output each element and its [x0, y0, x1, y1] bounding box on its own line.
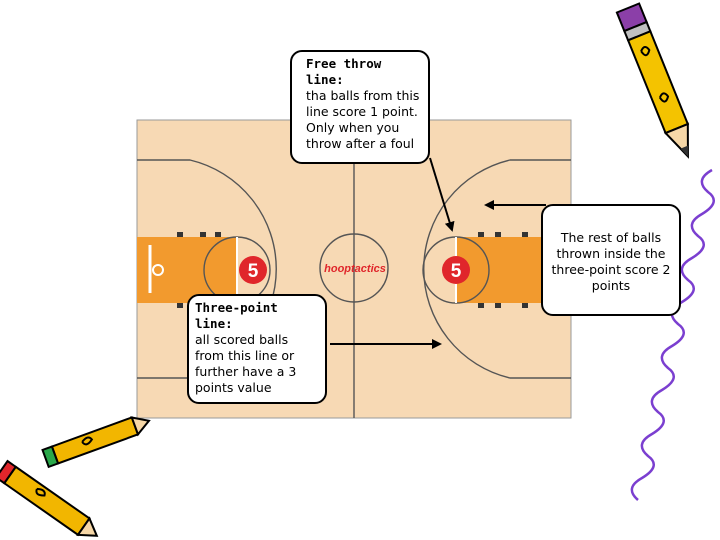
left-badge-label: 5: [248, 261, 259, 282]
three-point-title: Three-point line:: [195, 300, 278, 331]
center-circle: [319, 233, 389, 303]
free-throw-text: tha balls from this line score 1 point. …: [306, 88, 420, 151]
crayons-clipart: [0, 416, 151, 537]
right-badge-label: 5: [451, 261, 462, 282]
court-logo: hooptactics: [324, 263, 386, 275]
three-point-text: all scored balls from this line or furth…: [195, 332, 297, 395]
hoop-ring: [152, 264, 164, 276]
right-number-badge: [442, 256, 470, 284]
pencil-clipart: [615, 2, 690, 159]
squiggle-border: [630, 168, 715, 501]
free-throw-title: Free throw line:: [306, 56, 382, 87]
rest-callout: The rest of balls thrown inside the thre…: [541, 204, 681, 316]
three-point-callout: Three-point line: all scored balls from …: [187, 294, 327, 404]
free-throw-callout: Free throw line: tha balls from this lin…: [290, 50, 430, 164]
left-number-badge: [239, 256, 267, 284]
right-three-point-line: [423, 159, 571, 379]
free-throw-arrow: [429, 157, 455, 232]
rest-text: The rest of balls thrown inside the thre…: [551, 230, 671, 293]
